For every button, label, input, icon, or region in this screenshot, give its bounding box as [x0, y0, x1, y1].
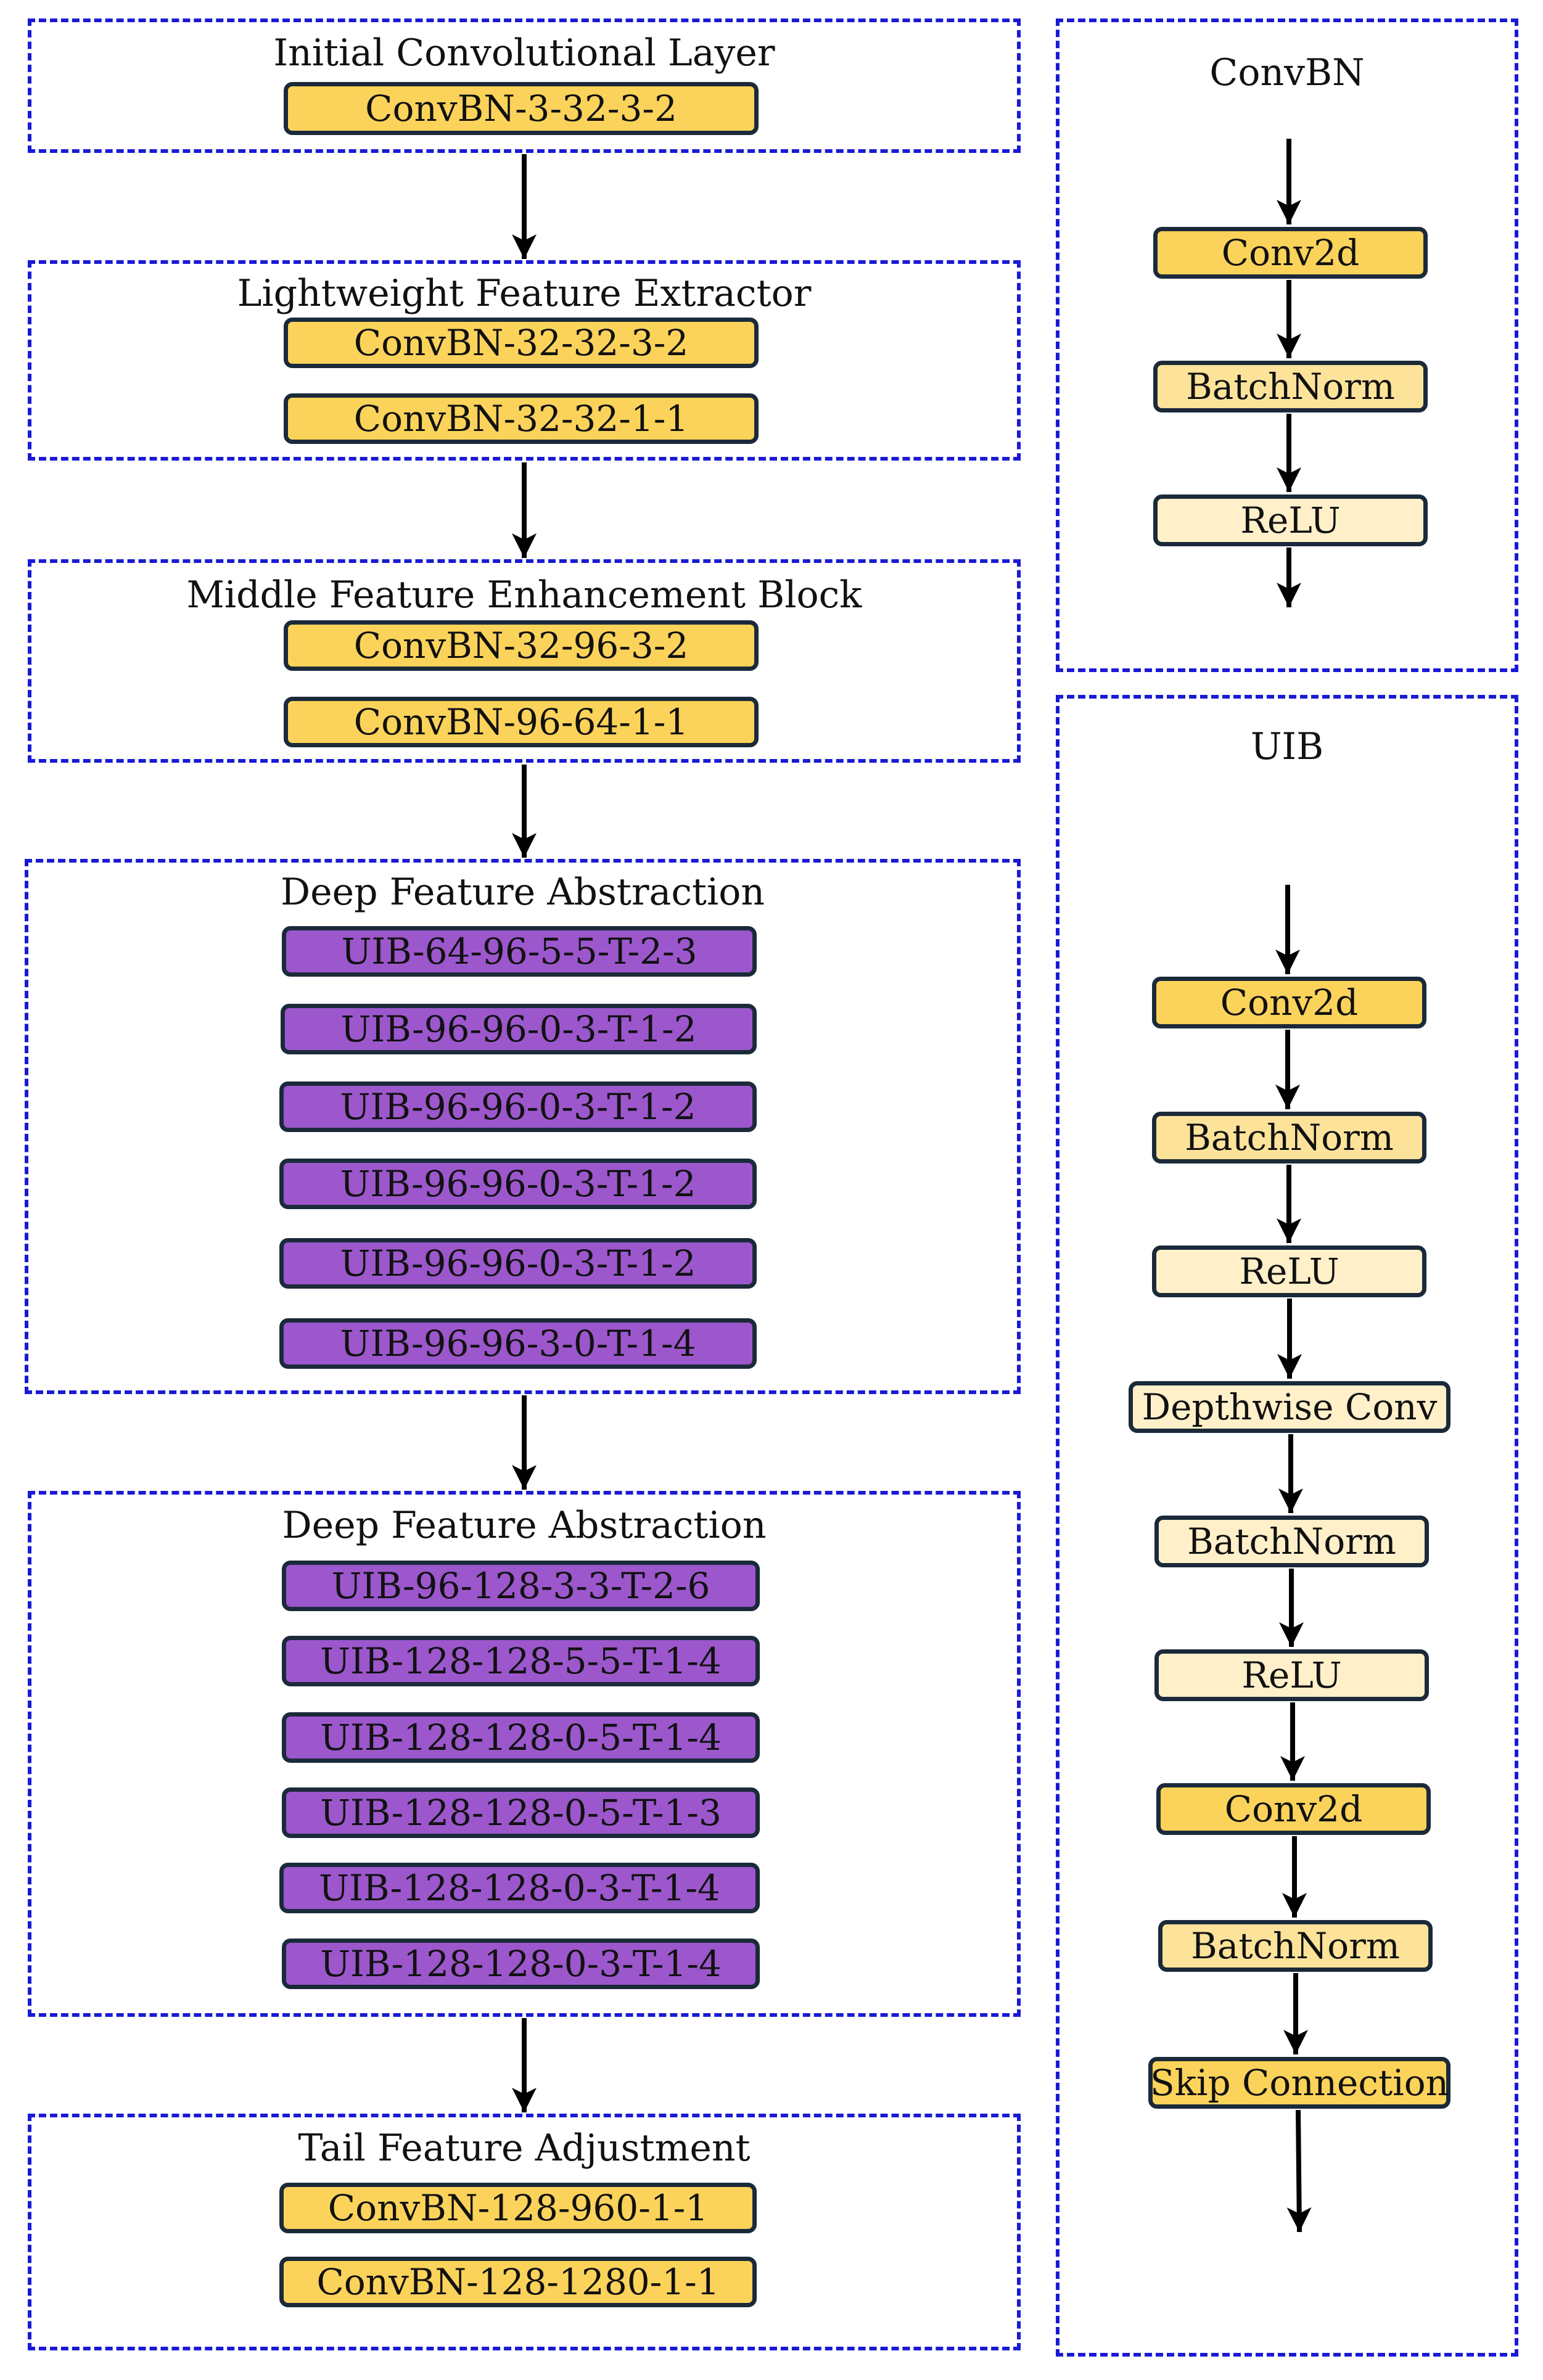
batchnorm-block: BatchNorm: [1154, 1516, 1429, 1567]
panel-title: UIB: [1250, 725, 1324, 768]
tail-feature-adjustment-group: Tail Feature Adjustment: [28, 2114, 1021, 2350]
lightweight-feature-extractor-group: Lightweight Feature Extractor: [28, 260, 1021, 461]
uib-block: UIB-128-128-5-5-T-1-4: [282, 1636, 760, 1686]
relu-block: ReLU: [1153, 494, 1428, 546]
relu-block: ReLU: [1154, 1649, 1429, 1701]
middle-feature-enhancement-group: Middle Feature Enhancement Block: [28, 559, 1021, 763]
uib-block: UIB-64-96-5-5-T-2-3: [282, 926, 757, 977]
convbn-block: ConvBN-32-96-3-2: [284, 620, 759, 671]
deep-feature-abstraction-group-1: Deep Feature Abstraction: [25, 859, 1021, 1394]
uib-block: UIB-128-128-0-3-T-1-4: [282, 1939, 760, 1989]
arrow: [1286, 2109, 1312, 2233]
panel-title: ConvBN: [1209, 51, 1365, 94]
skip-connection-block: Skip Connection: [1148, 2057, 1450, 2109]
group-title: Tail Feature Adjustment: [298, 2127, 751, 2170]
relu-block: ReLU: [1152, 1245, 1426, 1297]
conv2d-block: Conv2d: [1156, 1783, 1431, 1835]
uib-block: UIB-96-96-0-3-T-1-2: [279, 1159, 757, 1209]
batchnorm-block: BatchNorm: [1158, 1920, 1433, 1972]
uib-block: UIB-96-96-0-3-T-1-2: [279, 1081, 757, 1132]
convbn-detail-panel: ConvBN: [1056, 18, 1518, 672]
initial-conv-layer-group: Initial Convolutional Layer: [28, 18, 1021, 153]
uib-detail-panel: UIB: [1056, 695, 1518, 2357]
batchnorm-block: BatchNorm: [1153, 361, 1428, 412]
uib-block: UIB-96-96-3-0-T-1-4: [279, 1318, 757, 1369]
conv2d-block: Conv2d: [1153, 227, 1428, 279]
group-title: Deep Feature Abstraction: [280, 871, 765, 914]
convbn-block: ConvBN-128-1280-1-1: [279, 2257, 757, 2307]
group-title: Initial Convolutional Layer: [273, 31, 775, 75]
convbn-block: ConvBN-128-960-1-1: [279, 2183, 757, 2233]
convbn-block: ConvBN-3-32-3-2: [284, 82, 759, 135]
convbn-block: ConvBN-32-32-1-1: [284, 393, 759, 444]
convbn-block: ConvBN-32-32-3-2: [284, 318, 759, 368]
group-title: Middle Feature Enhancement Block: [186, 573, 862, 617]
convbn-block: ConvBN-96-64-1-1: [284, 697, 759, 747]
uib-block: UIB-96-96-0-3-T-1-2: [281, 1004, 757, 1054]
uib-block: UIB-128-128-0-5-T-1-3: [282, 1787, 760, 1838]
uib-block: UIB-96-128-3-3-T-2-6: [282, 1561, 760, 1611]
uib-block: UIB-128-128-0-5-T-1-4: [282, 1712, 760, 1763]
uib-block: UIB-128-128-0-3-T-1-4: [279, 1863, 760, 1913]
deep-feature-abstraction-group-2: Deep Feature Abstraction: [28, 1491, 1021, 2017]
uib-block: UIB-96-96-0-3-T-1-2: [279, 1238, 757, 1289]
conv2d-block: Conv2d: [1152, 977, 1426, 1028]
group-title: Deep Feature Abstraction: [282, 1504, 767, 1547]
batchnorm-block: BatchNorm: [1152, 1112, 1426, 1163]
group-title: Lightweight Feature Extractor: [237, 272, 812, 315]
depthwise-conv-block: Depthwise Conv: [1129, 1381, 1450, 1433]
